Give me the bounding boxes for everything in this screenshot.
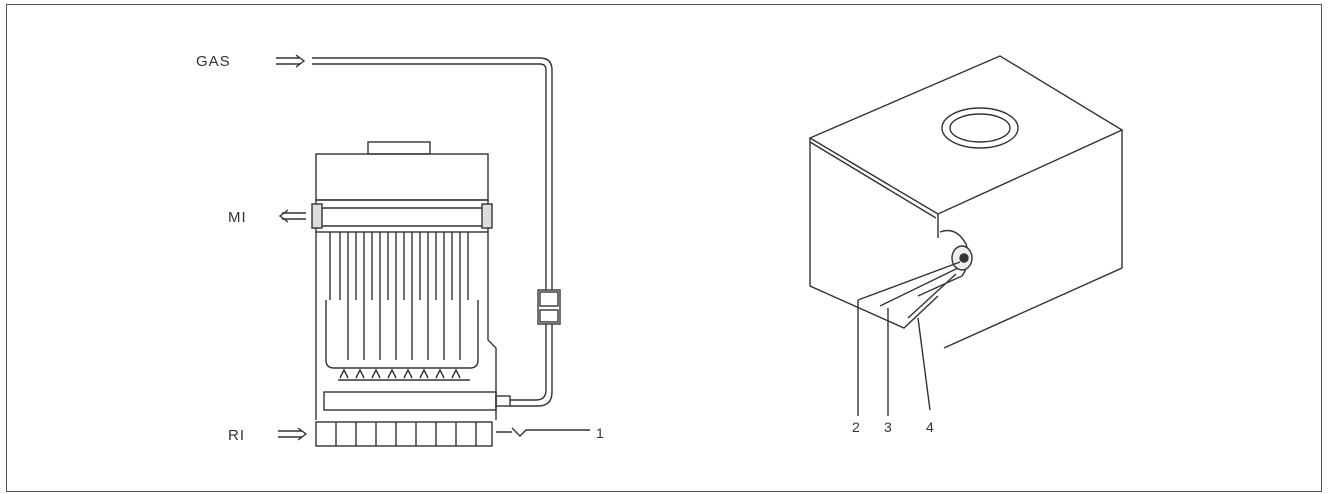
gas-supply-pipe: [312, 57, 553, 290]
mi-label: MI: [228, 209, 247, 226]
flue-opening: [941, 107, 1019, 149]
ri-arrow-icon: [278, 427, 308, 441]
flow-header: [311, 199, 493, 233]
ri-label: RI: [228, 427, 245, 444]
heat-exchanger: [315, 232, 497, 420]
box-top-face: [808, 55, 1124, 215]
gas-arrow-icon: [276, 54, 306, 68]
flue-collar: [367, 141, 431, 155]
figure-frame: [6, 4, 1322, 492]
draught-hood: [315, 153, 489, 201]
boiler-diagram: GAS: [196, 53, 604, 447]
callout-3-label: 3: [884, 419, 892, 435]
sight-glass: [917, 229, 973, 297]
return-header: [315, 421, 493, 447]
electrodes: [857, 261, 961, 319]
burner-jets: [338, 368, 470, 381]
callout-4-leader: [917, 317, 931, 411]
gas-label: GAS: [196, 53, 231, 70]
gas-inlet-connector: [495, 395, 511, 407]
callout-1-label: 1: [596, 425, 604, 441]
gas-valve: [510, 289, 561, 407]
appliance-box-diagram: 2 3 4: [808, 55, 1124, 435]
burner-manifold: [323, 391, 497, 411]
callout-1-leader: [496, 427, 590, 437]
callout-4-label: 4: [926, 419, 934, 435]
mi-arrow-icon: [278, 209, 306, 223]
callout-2-label: 2: [852, 419, 860, 435]
box-side-face: [937, 130, 1123, 349]
box-front-face: [809, 138, 939, 329]
